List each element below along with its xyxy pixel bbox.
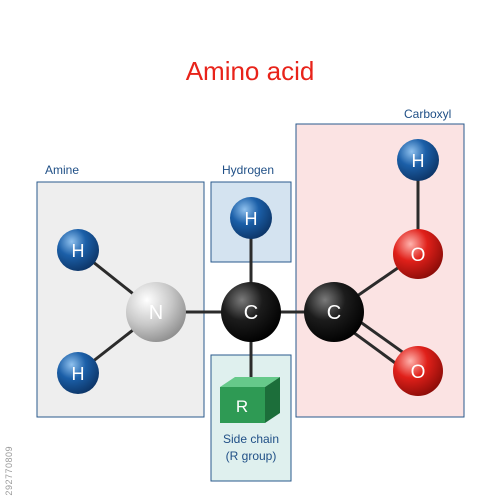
atom-alpha-hydrogen: H: [230, 197, 272, 239]
atom-alpha-carbon: C: [221, 282, 281, 342]
svg-text:O: O: [411, 245, 426, 266]
atom-nitrogen: N: [126, 282, 186, 342]
atom-hydroxyl-oxygen: O: [393, 229, 443, 279]
svg-text:H: H: [72, 364, 85, 384]
side-chain-block: R: [220, 377, 280, 423]
hydrogen-label: Hydrogen: [222, 163, 275, 177]
diagram-title: Amino acid: [185, 56, 315, 86]
stock-id: 292770809: [4, 446, 14, 496]
side-chain-caption-line2: (R group): [225, 449, 277, 463]
carboxyl-label: Carboxyl: [404, 107, 452, 121]
svg-text:H: H: [412, 151, 425, 171]
svg-text:H: H: [72, 241, 85, 261]
svg-text:O: O: [411, 362, 426, 383]
svg-text:C: C: [327, 302, 341, 324]
amine-label: Amine: [45, 163, 80, 177]
atom-hydroxyl-hydrogen: H: [397, 139, 439, 181]
svg-text:N: N: [149, 302, 163, 324]
atom-amine-h-bottom: H: [57, 352, 99, 394]
side-chain-caption-line1: Side chain: [222, 432, 280, 446]
svg-text:H: H: [245, 209, 258, 229]
svg-text:C: C: [244, 302, 258, 324]
side-chain-r-label: R: [236, 397, 248, 416]
atom-amine-h-top: H: [57, 229, 99, 271]
side-chain-caption: Side chain (R group): [211, 431, 291, 465]
atom-carboxyl-carbon: C: [304, 282, 364, 342]
atom-carbonyl-oxygen: O: [393, 346, 443, 396]
